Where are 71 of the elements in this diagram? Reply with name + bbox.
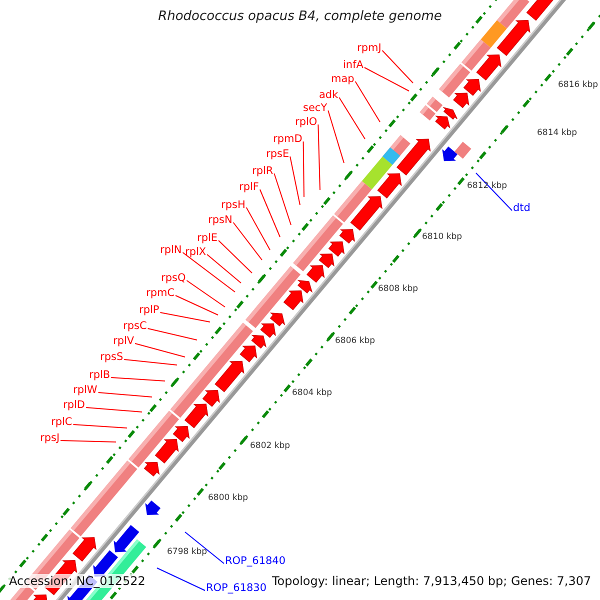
leader-line xyxy=(206,254,242,284)
leader-line xyxy=(290,156,300,206)
gene-label: map xyxy=(331,73,354,86)
scale-label: 6804 kbp xyxy=(292,388,332,398)
gene-label: dtd xyxy=(513,202,530,215)
gene-label: rpsH xyxy=(221,199,246,212)
gene-label: rplX xyxy=(185,246,206,259)
scale-label: 6806 kbp xyxy=(335,336,376,346)
leader-line xyxy=(124,359,178,366)
scale-label: 6814 kbp xyxy=(537,128,578,138)
leader-line xyxy=(218,240,252,274)
gene-label: rpsN xyxy=(208,214,232,227)
leader-line xyxy=(147,328,198,340)
leader-line xyxy=(98,392,152,398)
scale-label: 6812 kbp xyxy=(467,181,508,191)
gene-label: infA xyxy=(343,59,364,72)
gene-label: rplC xyxy=(51,416,72,429)
gene-label: rpmJ xyxy=(357,42,382,55)
leader-line xyxy=(259,189,280,238)
scale-label: 6808 kbp xyxy=(378,284,418,294)
leader-line xyxy=(354,81,380,122)
leader-line xyxy=(110,377,166,382)
leader-line xyxy=(328,110,344,164)
gene-label: rplO xyxy=(295,116,318,129)
leader-line xyxy=(182,252,236,292)
leader-line xyxy=(184,532,224,564)
gene-label: rpsC xyxy=(123,320,147,333)
title: Rhodococcus opacus B4, complete genome xyxy=(157,9,443,24)
leader-line xyxy=(382,50,414,84)
gene-label: rplN xyxy=(160,244,182,257)
leader-line xyxy=(60,440,116,442)
gene-label: rpmC xyxy=(146,287,175,300)
leader-line xyxy=(85,407,142,412)
leader-line xyxy=(175,295,218,316)
gene-label: rplV xyxy=(113,335,134,348)
scale-label: 6798 kbp xyxy=(167,547,208,557)
gene-label: adk xyxy=(319,89,338,102)
gene-label: rplP xyxy=(139,304,160,317)
leader-line xyxy=(156,568,206,591)
leader-line xyxy=(476,172,512,211)
info-text: Topology: linear; Length: 7,913,450 bp; Genes: 7,307 xyxy=(272,574,592,588)
gene-label: rplF xyxy=(239,181,259,194)
gene-label: secY xyxy=(303,102,328,115)
leader-line xyxy=(160,312,210,322)
scale-label: 6802 kbp xyxy=(250,441,290,451)
gene-label: rpsS xyxy=(100,351,124,364)
gene-label: rplB xyxy=(89,369,110,382)
gene-label: rpsJ xyxy=(40,432,60,445)
leader-line xyxy=(364,67,410,92)
gene-label: rplR xyxy=(252,165,274,178)
gene-label: rpsE xyxy=(266,148,290,161)
gene-label: rplD xyxy=(63,399,85,412)
leader-line xyxy=(72,424,128,428)
gene-label: ROP_61840 xyxy=(225,555,286,568)
leader-line xyxy=(302,141,304,198)
gene-label: rplW xyxy=(73,384,98,397)
gene-label: rpmD xyxy=(273,133,302,146)
info-text: Accession: NC_012522 xyxy=(9,574,146,588)
gene-label: rplE xyxy=(197,232,218,245)
scale-label: 6800 kbp xyxy=(208,493,248,503)
gene-label: ROP_61830 xyxy=(206,582,267,595)
leader-line xyxy=(246,207,270,250)
scale-label: 6810 kbp xyxy=(422,232,462,242)
leader-line xyxy=(318,124,320,190)
scale-label: 6816 kbp xyxy=(558,80,598,90)
leader-line xyxy=(186,280,226,308)
gene-label: rpsQ xyxy=(161,272,186,285)
leader-line xyxy=(134,343,186,358)
leader-line xyxy=(338,97,366,140)
leader-line xyxy=(274,173,292,226)
leader-line xyxy=(232,222,262,260)
